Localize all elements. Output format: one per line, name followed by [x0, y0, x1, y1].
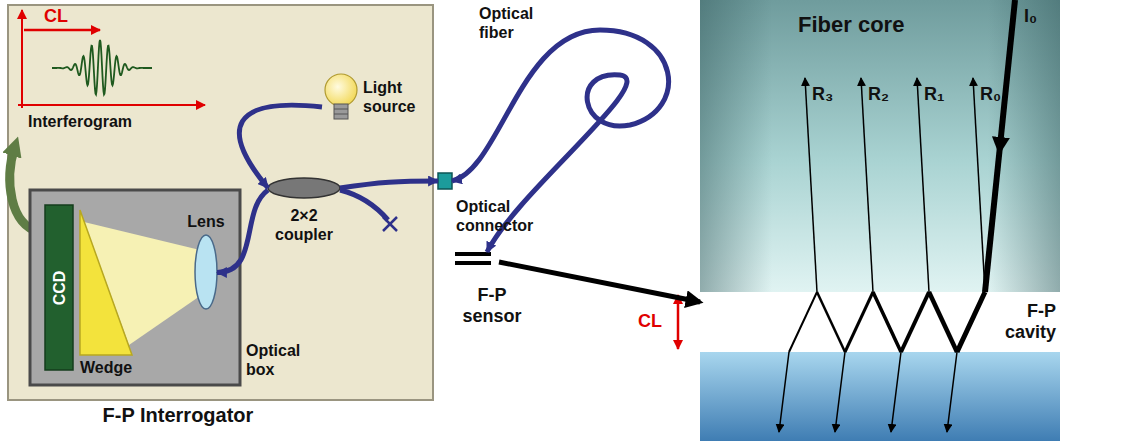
- lens-label: Lens: [187, 212, 224, 231]
- unused-fiber: [340, 190, 388, 220]
- sensor-mirror: [455, 261, 491, 265]
- reflector-body: [700, 352, 1060, 441]
- wedge-shape: [80, 210, 132, 355]
- interrogator-panel: F-P InterrogatorOptical boxCCDWedgeLensL…: [8, 5, 433, 400]
- cavity-ray: [845, 292, 873, 352]
- ccd-sensor: CCD: [45, 205, 73, 370]
- interferogram-wave: [52, 40, 152, 94]
- transmitted-ray: [779, 352, 789, 432]
- cavity-gap: [700, 292, 1060, 352]
- bulb-base: [334, 104, 348, 119]
- pointer-arrow: [499, 262, 700, 302]
- cl-arrow: [24, 29, 100, 32]
- incident-ray: [985, 0, 1015, 292]
- fp-cavity: F-P cavity: [700, 292, 1060, 352]
- coupler-shape: [268, 178, 340, 198]
- x-axis: [18, 104, 205, 106]
- termination-mark: [383, 217, 397, 231]
- cl-label: CL: [44, 6, 68, 27]
- cavity-ray: [789, 292, 817, 352]
- bulb-glass: [325, 74, 357, 106]
- termination-mark: [383, 217, 397, 231]
- optical-connector-label: Optical connector: [456, 197, 546, 235]
- optical-connector: Optical connector: [438, 173, 452, 189]
- ray-label: R₂: [868, 84, 889, 105]
- cavity-length-arrow: [677, 295, 680, 349]
- fp-sensor-label: F-P sensor: [447, 285, 537, 327]
- optical-fiber: [340, 181, 438, 188]
- interrogator-panel: [8, 5, 433, 400]
- optical-box: [30, 190, 240, 385]
- cavity-ray: [817, 292, 845, 352]
- cavity-ray: [929, 292, 957, 352]
- reflected-ray: [861, 78, 873, 292]
- light-source-label: Light source: [363, 78, 425, 116]
- reflected-ray: [805, 78, 817, 292]
- optical-fiber: [217, 190, 268, 273]
- bulb-thread: [334, 114, 348, 115]
- wedge: Wedge: [80, 210, 132, 355]
- fp-sensor: F-P sensor: [455, 252, 491, 265]
- cavity-ray: [957, 292, 985, 352]
- fiber-core: Fiber core: [700, 0, 1060, 292]
- ray-label: R₃: [812, 84, 833, 105]
- ray-label: I₀: [1024, 6, 1037, 27]
- ccd-sensor-label: CCD: [50, 270, 69, 305]
- transmitted-ray: [891, 352, 901, 432]
- cl-label: CL: [638, 311, 662, 332]
- reflected-ray: [973, 78, 985, 292]
- y-axis: [21, 10, 23, 108]
- edge-label: Optical fiber: [478, 4, 544, 42]
- reflected-ray: [917, 78, 929, 292]
- transmitted-ray: [835, 352, 845, 432]
- optical-box-label: Optical box: [246, 341, 308, 379]
- optical-fiber: [452, 30, 669, 252]
- transmitted-ray: [947, 352, 957, 432]
- cavity-ray: [873, 292, 901, 352]
- optical-box: Optical boxCCDWedgeLens: [30, 190, 240, 385]
- connector-shape: [438, 173, 452, 189]
- interrogator-panel-label: F-P Interrogator: [48, 403, 308, 427]
- core-shading: [700, 0, 1060, 292]
- coupler: 2×2 coupler: [268, 178, 340, 198]
- ray-label: R₀: [980, 84, 1001, 105]
- bulb-thread: [334, 109, 348, 110]
- plot-title: Interferogram: [28, 112, 132, 131]
- sensor-mirror: [455, 252, 491, 256]
- cavity-ray: [901, 292, 929, 352]
- fiber-core-shape: [700, 0, 1060, 292]
- fiber-core-label: Fiber core: [798, 12, 904, 38]
- optical-fiber: [239, 105, 322, 188]
- ccd-sensor: [45, 205, 73, 370]
- wedge-label: Wedge: [80, 358, 132, 377]
- fp-cavity-label: F-P cavity: [998, 301, 1056, 343]
- ray-label: R₁: [924, 84, 944, 105]
- lens: Lens: [195, 235, 217, 310]
- light-source: Light source: [322, 72, 360, 122]
- lens-shape: [195, 235, 217, 309]
- coupler-label: 2×2 coupler: [264, 206, 344, 244]
